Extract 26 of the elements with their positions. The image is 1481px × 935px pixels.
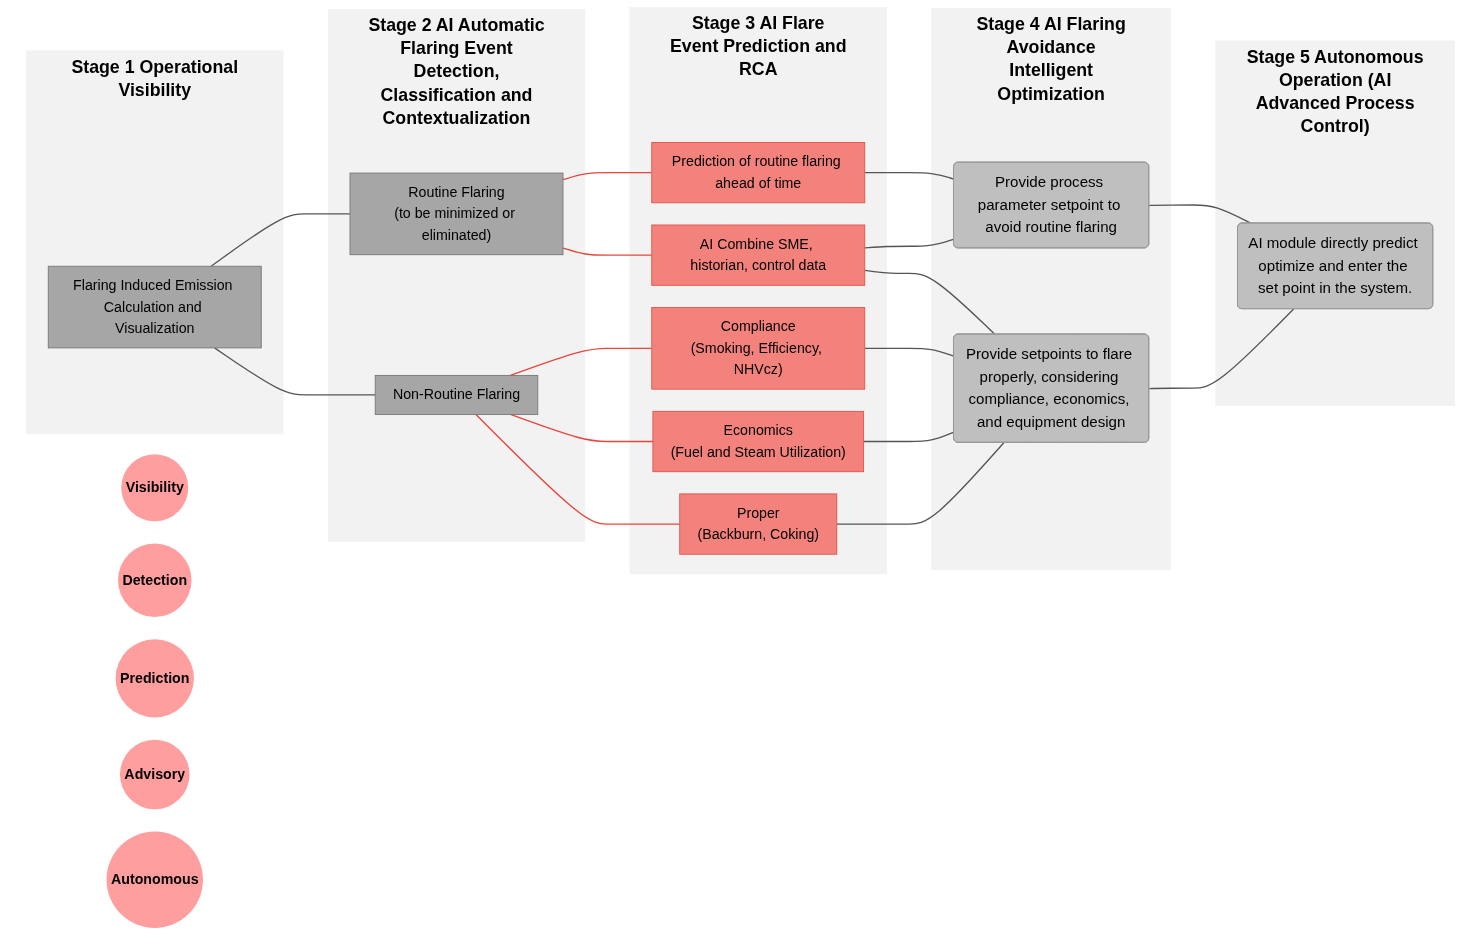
connector [562, 171, 653, 181]
node-box: Economics (Fuel and Steam Utilization) [652, 410, 865, 473]
connector [1148, 308, 1295, 390]
node-box: Non-Routine Flaring [374, 374, 539, 415]
node-circle: Prediction [115, 639, 194, 718]
node-circle: Autonomous [106, 831, 203, 928]
connector [509, 347, 653, 377]
node-circle: Advisory [119, 739, 190, 810]
node-box: Flaring Induced Emission Calculation and Visualization [47, 265, 262, 349]
connector [475, 413, 681, 525]
connector [210, 213, 351, 267]
connector [864, 347, 955, 357]
node-box: Routine Flaring (to be minimized or eliminated) [349, 172, 564, 256]
connector [864, 269, 996, 336]
node-box: AI Combine SME, historian, control data [651, 224, 866, 286]
node-circle: Detection [117, 543, 192, 617]
connector [864, 238, 955, 249]
connector [862, 431, 955, 443]
node-circle: Visibility [121, 454, 189, 522]
connector [562, 247, 653, 256]
node-box: Proper (Backburn, Coking) [679, 493, 838, 555]
connector [836, 442, 1005, 525]
node-box: Compliance (Smoking, Efficiency, NHVcz) [651, 307, 866, 390]
node-box: Prediction of routine flaring ahead of time [651, 142, 866, 204]
connector [864, 171, 955, 180]
connector [213, 347, 376, 396]
